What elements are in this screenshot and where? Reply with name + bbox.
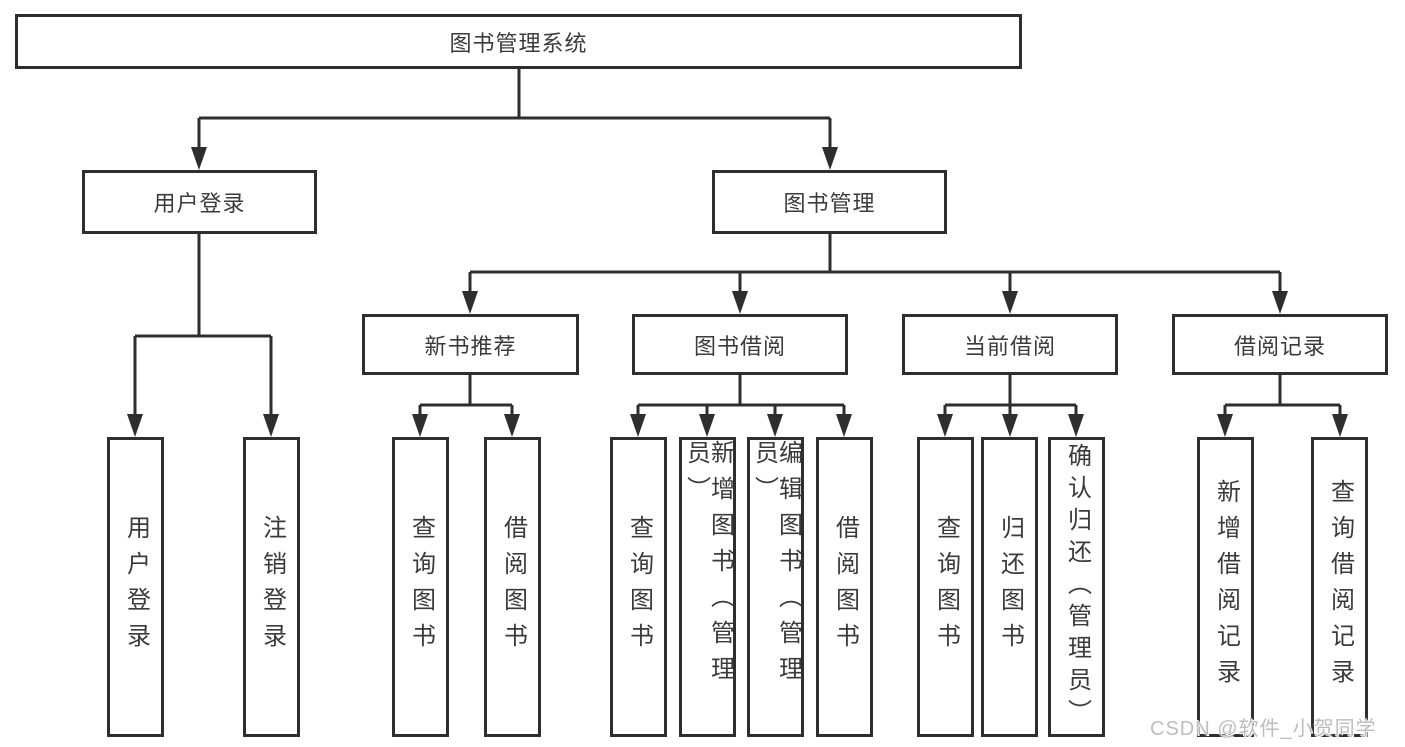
leaf-logout: 注销登录: [243, 437, 300, 737]
arrow-down-icon: [127, 414, 143, 437]
node-new-book-recommend: 新书推荐: [362, 314, 579, 375]
arrow-down-icon: [1272, 291, 1288, 314]
arrow-down-icon: [699, 414, 715, 437]
arrow-down-icon: [1068, 414, 1084, 437]
arrow-down-icon: [630, 414, 646, 437]
leaf-borrow-books-borrowing: 借阅图书: [816, 437, 873, 737]
arrow-down-icon: [412, 414, 428, 437]
bus-new-books: [418, 374, 514, 418]
bus-user-login: [133, 233, 273, 418]
arrow-down-icon: [1002, 414, 1018, 437]
bus-book-borrow: [636, 374, 846, 418]
node-user-login: 用户登录: [82, 170, 317, 234]
node-library-system: 图书管理系统: [15, 14, 1022, 69]
arrow-down-icon: [462, 291, 478, 314]
leaf-user-login: 用户登录: [107, 437, 164, 737]
bus-borrow-records: [1223, 374, 1342, 418]
bus-book-mgmt: [468, 233, 1282, 294]
leaf-query-books-current: 查询图书: [917, 437, 974, 737]
arrow-down-icon: [191, 147, 207, 170]
node-borrow-records: 借阅记录: [1172, 314, 1388, 375]
arrowheads: [127, 147, 1348, 437]
leaf-return-books: 归还图书: [981, 437, 1038, 737]
arrow-down-icon: [836, 414, 852, 437]
leaf-query-books-borrowing: 查询图书: [610, 437, 667, 737]
leaf-borrow-books-recommend: 借阅图书: [484, 437, 541, 737]
arrow-down-icon: [732, 291, 748, 314]
leaf-query-borrow-record: 查询借阅记录: [1311, 437, 1368, 737]
node-book-management: 图书管理: [712, 170, 947, 234]
csdn-watermark: CSDN @软件_小贺同学: [1150, 718, 1377, 740]
node-book-borrowing: 图书借阅: [632, 314, 848, 375]
arrow-down-icon: [937, 414, 953, 437]
leaf-confirm-return-admin: 确认归还（管理员）: [1048, 437, 1105, 737]
arrow-down-icon: [504, 414, 520, 437]
bus-current-borrow: [943, 374, 1078, 418]
node-current-borrowing: 当前借阅: [902, 314, 1118, 375]
leaf-edit-book-admin: 编辑图书（管理员）: [747, 437, 804, 737]
bus-root: [197, 68, 832, 150]
leaf-add-book-admin: 新增图书（管理员）: [679, 437, 736, 737]
arrow-down-icon: [1217, 414, 1233, 437]
leaf-query-books-recommend: 查询图书: [392, 437, 449, 737]
arrow-down-icon: [1002, 291, 1018, 314]
arrow-down-icon: [822, 147, 838, 170]
arrow-down-icon: [1332, 414, 1348, 437]
arrow-down-icon: [767, 414, 783, 437]
arrow-down-icon: [263, 414, 279, 437]
leaf-add-borrow-record: 新增借阅记录: [1197, 437, 1254, 737]
connector-lines: [133, 68, 1342, 418]
